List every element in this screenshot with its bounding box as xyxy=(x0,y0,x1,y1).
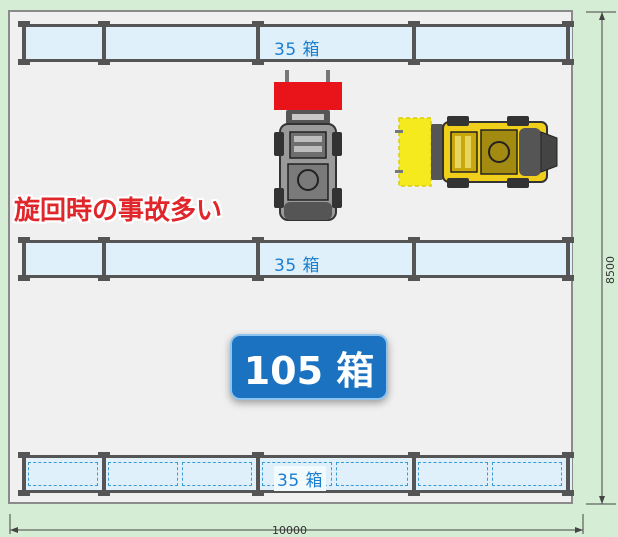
rack-cap xyxy=(18,452,30,458)
rack-cap xyxy=(18,21,30,27)
rack-cap xyxy=(408,237,420,243)
rack-cap xyxy=(252,490,264,496)
rack-post xyxy=(566,458,570,490)
warning-text: 旋回時の事故多い xyxy=(14,196,223,226)
rack-top: 35 箱 xyxy=(18,21,574,65)
rack-post xyxy=(412,458,416,490)
rack-post xyxy=(412,243,416,275)
rack-cap xyxy=(562,21,574,27)
rack-post xyxy=(22,458,26,490)
rack-post xyxy=(22,27,26,59)
rack-cap xyxy=(98,452,110,458)
rack-post xyxy=(566,27,570,59)
forklift-gray-icon xyxy=(274,70,342,221)
rack-cap xyxy=(18,275,30,281)
height-dimension-label: 8500 xyxy=(604,256,617,284)
rack-post xyxy=(412,27,416,59)
rack-cap xyxy=(562,452,574,458)
rack-cap xyxy=(408,452,420,458)
height-dimension-line xyxy=(586,11,616,505)
rack-count-label: 35 箱 xyxy=(274,40,321,60)
total-capacity-badge: 105 箱 xyxy=(230,334,388,400)
rack-bottom: 35 箱 xyxy=(18,452,574,496)
rack-cap xyxy=(408,490,420,496)
rack-cap xyxy=(408,275,420,281)
rack-post xyxy=(566,243,570,275)
pallet-slot xyxy=(108,462,178,486)
width-dimension-line xyxy=(9,514,584,534)
rack-post xyxy=(102,27,106,59)
pallet-slot xyxy=(418,462,488,486)
rack-post xyxy=(22,243,26,275)
rack-cap xyxy=(18,237,30,243)
rack-cap xyxy=(562,490,574,496)
rack-cap xyxy=(562,59,574,65)
rack-cap xyxy=(408,59,420,65)
rack-cap xyxy=(98,490,110,496)
rack-cap xyxy=(252,237,264,243)
rack-post xyxy=(102,243,106,275)
rack-middle: 35 箱 xyxy=(18,237,574,281)
rack-cap xyxy=(98,21,110,27)
rack-cap xyxy=(252,21,264,27)
rack-cap xyxy=(18,59,30,65)
pallet-slot xyxy=(182,462,252,486)
rack-post xyxy=(256,243,260,275)
rack-cap xyxy=(408,21,420,27)
rack-cap xyxy=(252,452,264,458)
rack-count-label: 35 箱 xyxy=(274,256,321,276)
rack-post xyxy=(256,27,260,59)
rack-cap xyxy=(252,59,264,65)
pallet-slot xyxy=(336,462,408,486)
rack-cap xyxy=(98,59,110,65)
rack-post xyxy=(256,458,260,490)
rack-cap xyxy=(252,275,264,281)
rack-cap xyxy=(98,275,110,281)
pallet-slot xyxy=(492,462,562,486)
pallet-slot xyxy=(28,462,98,486)
rack-cap xyxy=(562,237,574,243)
width-dimension-label: 10000 xyxy=(272,524,307,537)
rack-cap xyxy=(562,275,574,281)
rack-count-label: 35 箱 xyxy=(274,466,327,491)
rack-cap xyxy=(18,490,30,496)
rack-post xyxy=(102,458,106,490)
forklift-yellow-icon xyxy=(395,116,558,188)
rack-cap xyxy=(98,237,110,243)
